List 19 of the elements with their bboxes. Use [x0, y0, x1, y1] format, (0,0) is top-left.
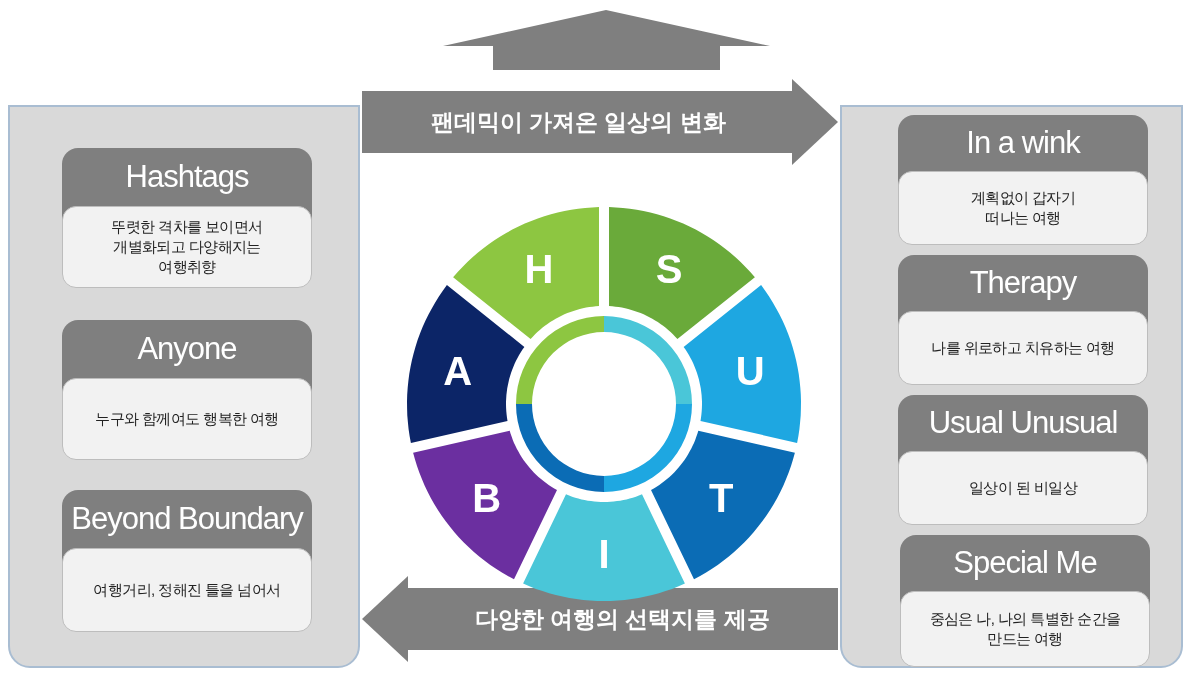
panel-background [840, 105, 1183, 668]
segment-letter: T [708, 474, 735, 522]
block-arrow [362, 576, 838, 662]
edge-label: 팬데믹이 가져온 일상의 변화 [430, 107, 726, 137]
segment-letter: B [471, 474, 503, 522]
card-body: 계획없이 갑자기 떠나는 여행 [898, 171, 1148, 245]
card-body: 일상이 된 비일상 [898, 451, 1148, 525]
panel-background [8, 105, 360, 668]
card-body: 나를 위로하고 치유하는 여행 [898, 311, 1148, 385]
card-body: 여행거리, 정해진 틀을 넘어서 [62, 548, 312, 632]
edge-label: 다양한 여행의 선택지를 제공 [474, 604, 770, 634]
card-body: 누구와 함께여도 행복한 여행 [62, 378, 312, 460]
card-body: 중심은 나, 나의 특별한 순간을 만드는 여행 [900, 591, 1150, 667]
segment-letter: S [654, 245, 684, 293]
segment-letter: I [597, 531, 611, 578]
segment-letter: U [734, 347, 766, 395]
card-body: 뚜렷한 격차를 보이면서 개별화되고 다양해지는 여행취향 [62, 206, 312, 288]
segment-letter: H [523, 245, 555, 293]
segment-letter: A [442, 347, 474, 395]
